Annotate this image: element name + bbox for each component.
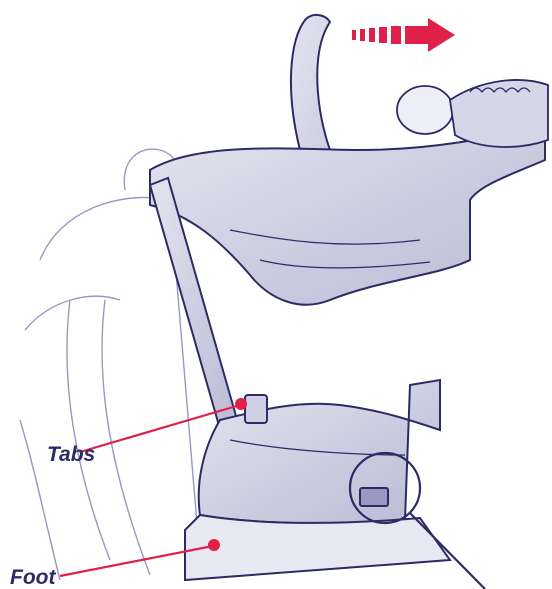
- infant-carrier: [150, 120, 545, 305]
- dashed-arrow-right-icon: [352, 18, 455, 52]
- foot-label: Foot: [10, 567, 55, 588]
- tabs-label: Tabs: [47, 444, 95, 465]
- carrier-base: [199, 380, 440, 523]
- tab-shape: [245, 395, 267, 423]
- baby: [397, 80, 548, 147]
- base-foot: [185, 515, 450, 580]
- indicator-window: [360, 488, 388, 506]
